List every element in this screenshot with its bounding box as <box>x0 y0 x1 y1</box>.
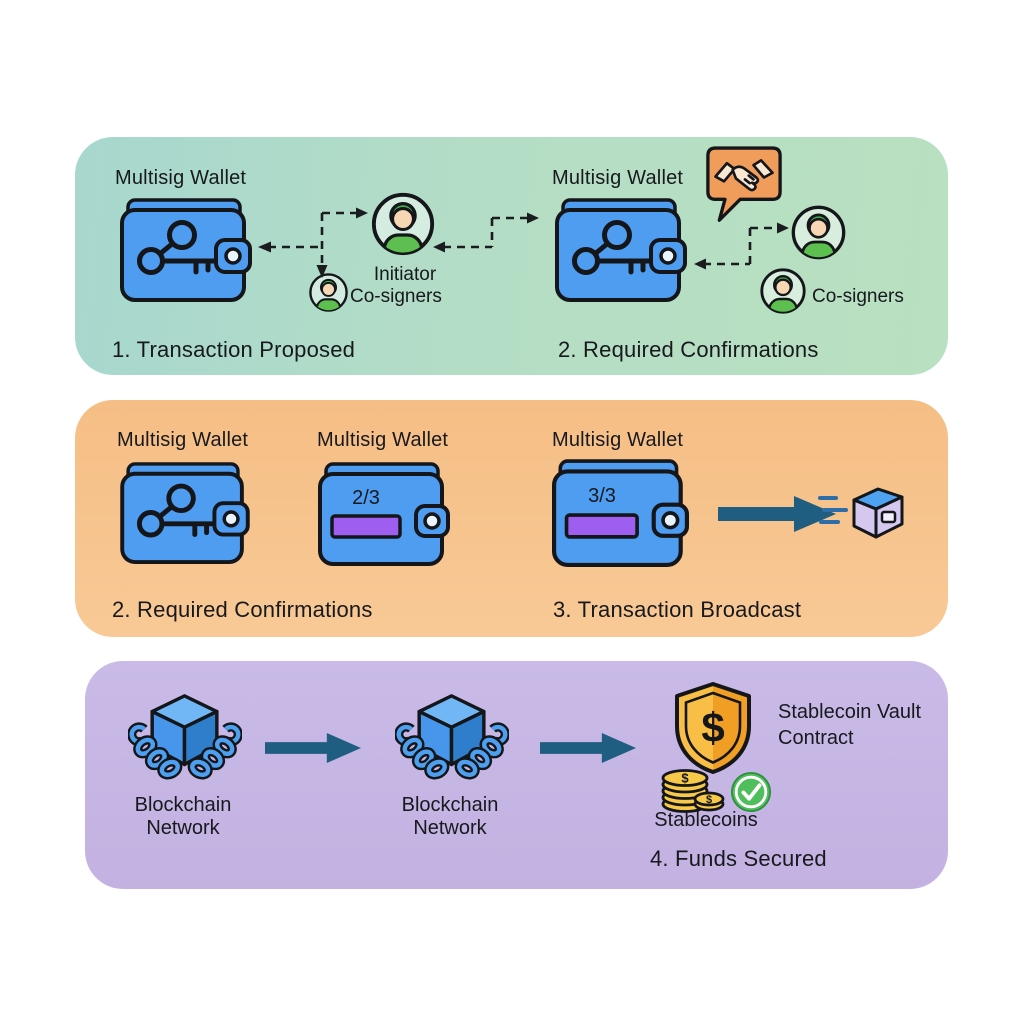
vault-contract-line: Contract <box>778 727 854 749</box>
step-caption: 2. Required Confirmations <box>558 337 819 362</box>
wallet-label: Multisig Wallet <box>115 167 247 189</box>
network-label: Blockchain Network <box>370 794 530 840</box>
network-label: Blockchain Network <box>103 794 263 840</box>
wallet-label: Multisig Wallet <box>117 429 249 451</box>
step-caption: 4. Funds Secured <box>650 846 827 871</box>
cosigners-label: Co-signers <box>812 286 904 307</box>
initiator-label: Initiator <box>373 264 437 285</box>
vault-contract-label: Stablecoin Vault Contract <box>778 699 921 751</box>
network-label-line: Network <box>146 817 220 839</box>
confirmation-count: 2/3 <box>352 487 380 509</box>
wallet-label: Multisig Wallet <box>552 429 684 451</box>
step-caption: 2. Required Confirmations <box>112 597 373 622</box>
network-label-line: Blockchain <box>134 794 232 816</box>
network-label-line: Blockchain <box>401 794 499 816</box>
stablecoins-label: Stablecoins <box>654 809 758 831</box>
vault-contract-line: Stablecoin Vault <box>778 701 922 723</box>
wallet-label: Multisig Wallet <box>552 167 684 189</box>
cosigners-label: Co-signers <box>350 286 442 307</box>
wallet-label: Multisig Wallet <box>317 429 449 451</box>
confirmation-count: 3/3 <box>588 485 616 507</box>
step-caption: 1. Transaction Proposed <box>112 337 356 362</box>
step-caption: 3. Transaction Broadcast <box>553 597 802 622</box>
network-label-line: Network <box>413 817 487 839</box>
